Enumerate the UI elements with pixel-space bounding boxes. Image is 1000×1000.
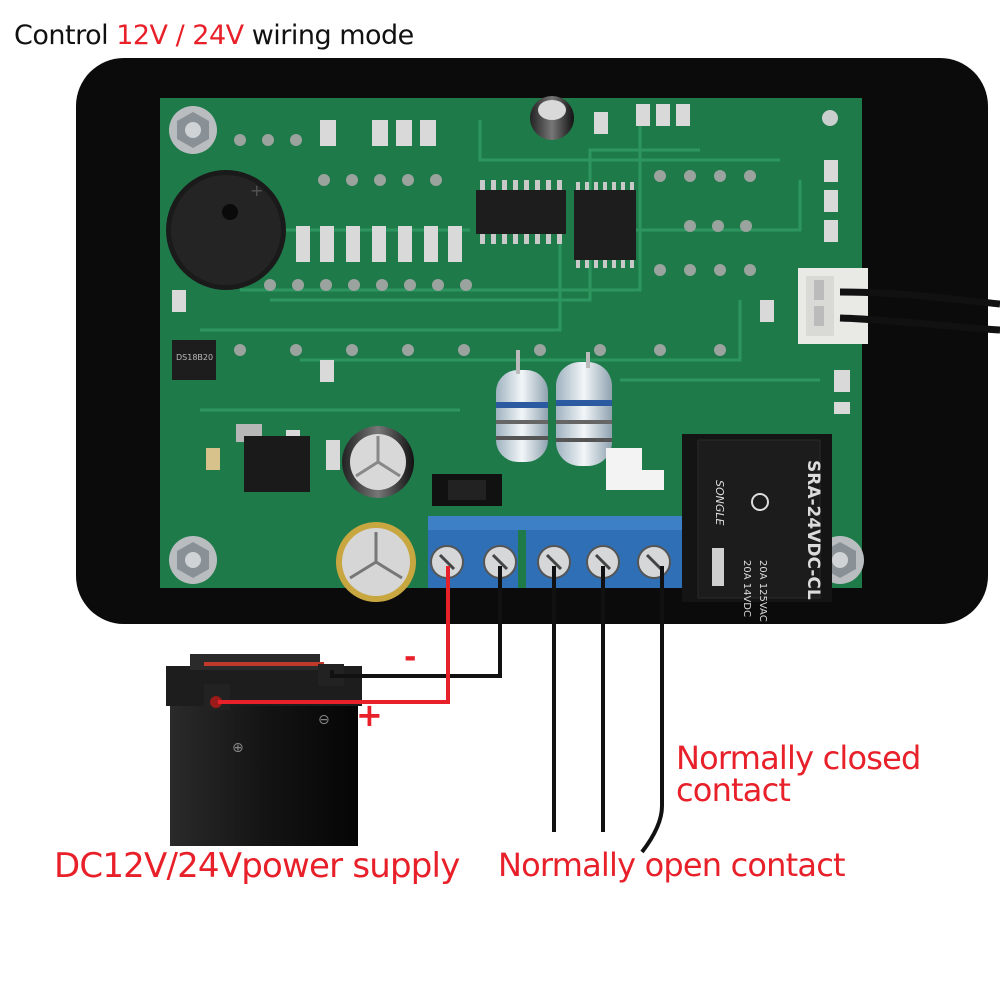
- svg-text:⊕: ⊕: [232, 740, 244, 756]
- svg-text:+: +: [250, 181, 263, 200]
- normally-closed-label-line1: Normally closed: [676, 739, 921, 777]
- screw-bottom-left: [169, 536, 217, 584]
- title-suffix: wiring mode: [243, 20, 415, 51]
- relay-model: SRA-24VDC-CL: [803, 460, 823, 600]
- capacitor-middle: [342, 426, 414, 498]
- sensor-cable: [839, 288, 1000, 334]
- smd-side-components: [760, 160, 850, 414]
- buzzer: +: [166, 170, 286, 290]
- title-voltage: 12V / 24V: [116, 20, 244, 51]
- normally-open-label: Normally open contact: [498, 846, 846, 884]
- battery: ⊕ ⊖: [166, 654, 362, 846]
- negative-label: -: [404, 640, 417, 675]
- smd-resistor-row-top: [320, 104, 690, 146]
- power-wires: [218, 566, 502, 704]
- sensor-connector: [798, 268, 868, 344]
- voltage-regulator: [206, 424, 310, 492]
- smd-resistor-row-middle: [172, 226, 462, 470]
- sensor-chip-label: DS18B20: [176, 353, 213, 362]
- ic-chip-1: [476, 180, 566, 244]
- power-supply-label: DC12V/24Vpower supply: [54, 846, 460, 886]
- relay-output-wires: [552, 566, 664, 854]
- positive-wire: [218, 566, 450, 704]
- jumper-header: [432, 474, 502, 506]
- silkscreen-marks: [606, 448, 664, 490]
- normally-closed-wire: [640, 566, 664, 854]
- svg-text:⊖: ⊖: [318, 712, 330, 728]
- capacitor-top: [530, 96, 574, 140]
- relay: SRA-24VDC-CL SONGLE 20A 14VDC 20A 125VAC: [682, 434, 832, 622]
- negative-wire: [330, 566, 502, 678]
- page-title: Control 12V / 24V wiring mode: [14, 20, 414, 51]
- title-prefix: Control: [14, 20, 117, 51]
- positive-label: +: [356, 696, 383, 734]
- capacitor-bottom: [336, 522, 416, 602]
- ceramic-resistor-left: [496, 350, 548, 462]
- sensor-chip: DS18B20: [172, 340, 216, 380]
- normally-closed-label-line2: contact: [676, 771, 791, 809]
- solder-pads: [234, 110, 838, 356]
- ceramic-resistor-right: [556, 352, 612, 466]
- normally-closed-label: Normally closed contact: [676, 742, 921, 806]
- relay-rating-1: 20A 14VDC: [741, 560, 752, 617]
- terminal-screws: [430, 545, 671, 579]
- screw-top-left: [169, 106, 217, 154]
- relay-rating-2: 20A 125VAC: [757, 560, 768, 622]
- relay-brand: SONGLE: [713, 480, 726, 526]
- ic-chip-2: [574, 182, 636, 268]
